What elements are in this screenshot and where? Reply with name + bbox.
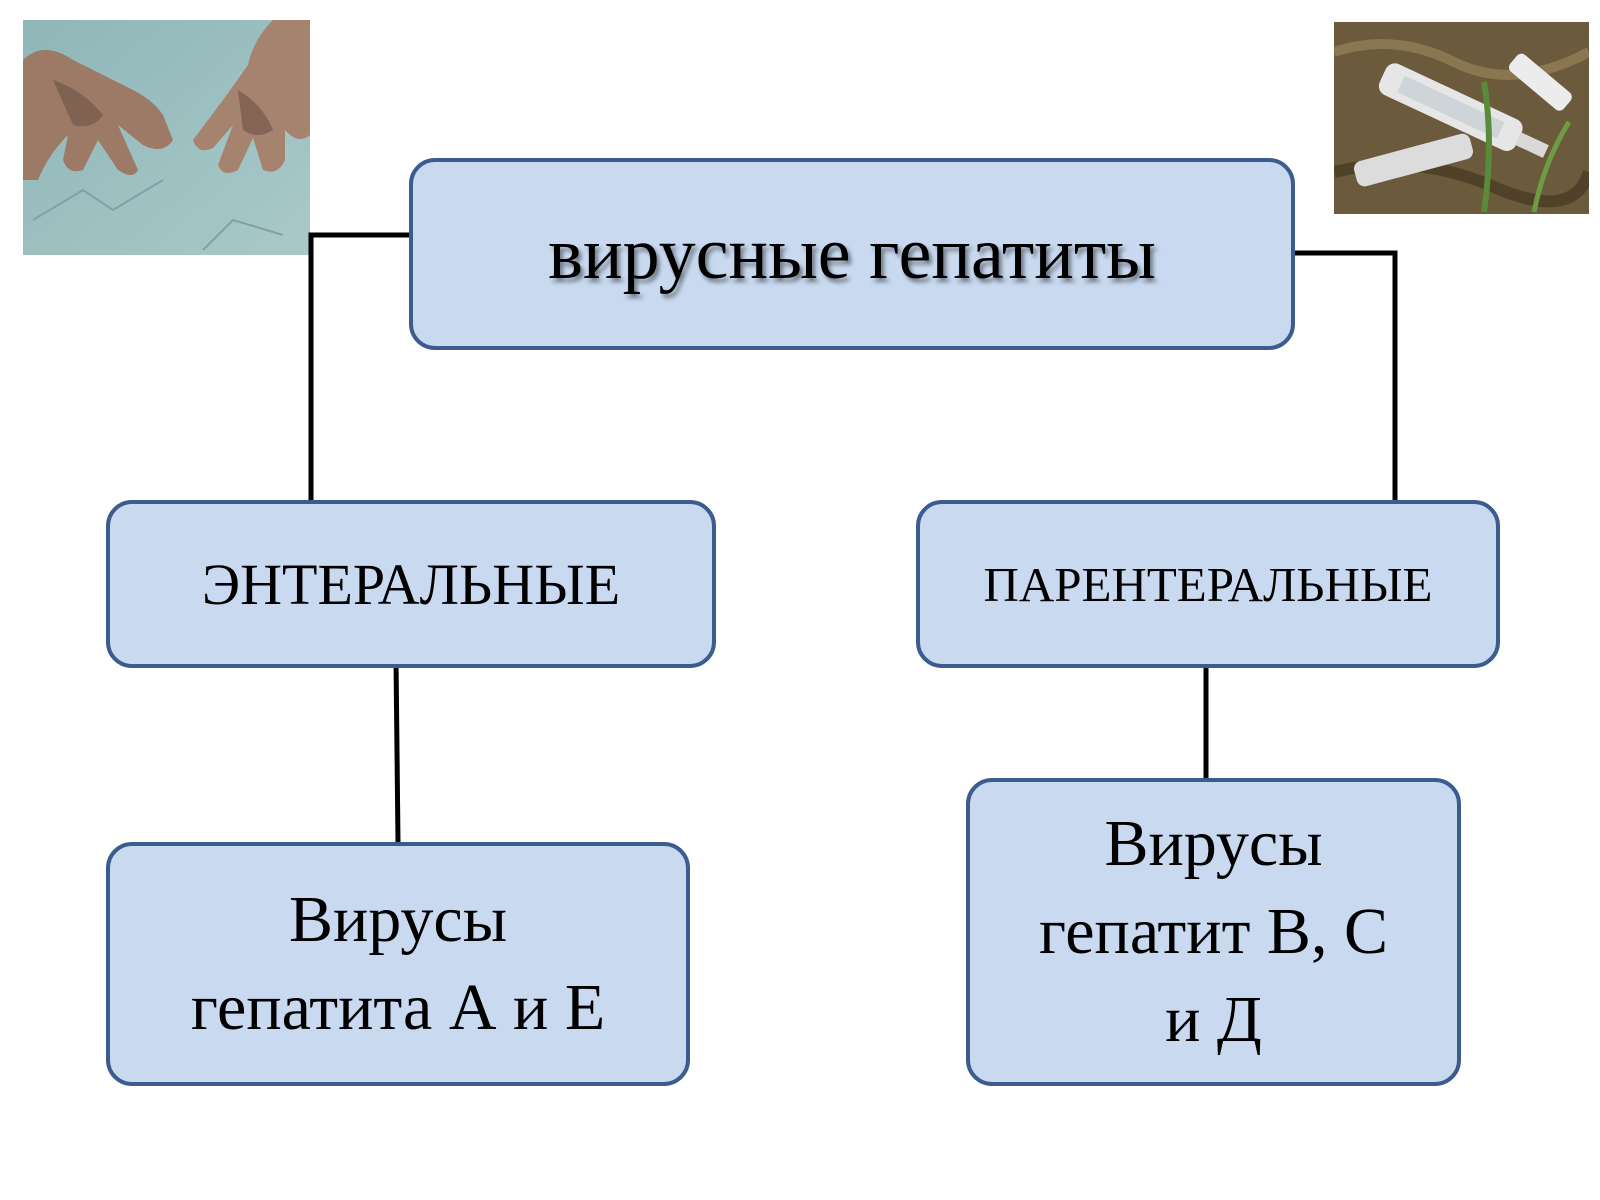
parenteral-viruses-label: Вирусы гепатит В, С и Д <box>1039 807 1388 1056</box>
enteral-viruses-label: Вирусы гепатита А и Е <box>190 883 606 1044</box>
discarded-syringes-photo <box>1334 22 1589 214</box>
root-node: вирусные гепатиты <box>409 158 1295 350</box>
connector-root-parenteral <box>1295 250 1398 500</box>
parenteral-label: ПАРЕНТЕРАЛЬНЫЕ <box>983 556 1433 612</box>
connector-root-enteral <box>308 232 409 500</box>
enteral-node: ЭНТЕРАЛЬНЫЕ <box>106 500 716 668</box>
parenteral-node: ПАРЕНТЕРАЛЬНЫЕ <box>916 500 1500 668</box>
enteral-label: ЭНТЕРАЛЬНЫЕ <box>201 551 621 617</box>
parenteral-viruses-node: Вирусы гепатит В, С и Д <box>966 778 1461 1086</box>
dirty-hands-photo <box>23 20 310 255</box>
root-label: вирусные гепатиты <box>548 212 1156 295</box>
enteral-viruses-node: Вирусы гепатита А и Е <box>106 842 690 1086</box>
connector-enteral-viruses <box>393 659 401 843</box>
